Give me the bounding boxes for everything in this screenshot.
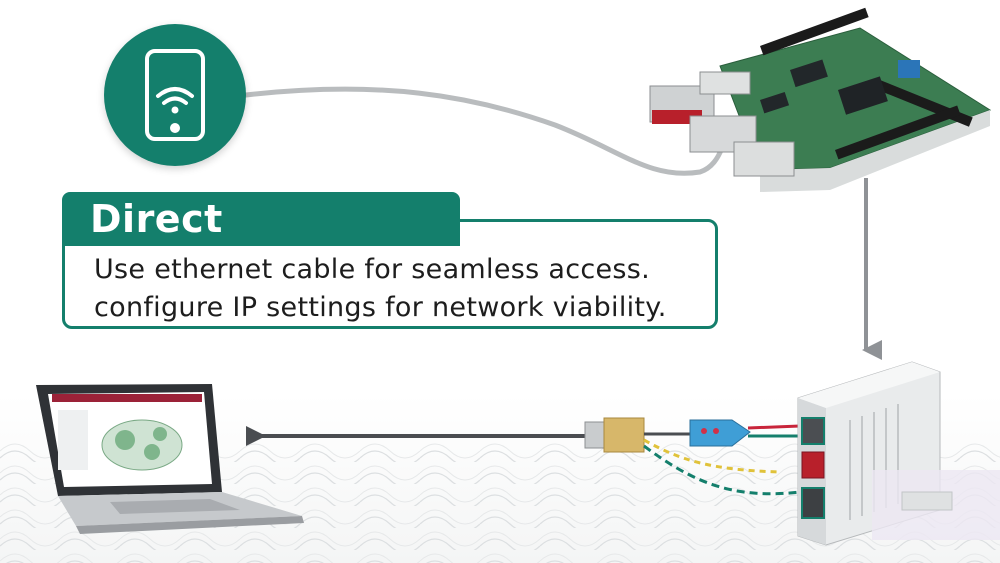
- board-ports: [649, 71, 795, 177]
- callout-line-2: configure IP settings for network viabil…: [94, 292, 667, 323]
- usb-adapter-icon: [689, 419, 751, 447]
- laptop-screen-map: [101, 419, 183, 471]
- phone-badge: [104, 24, 246, 166]
- chip-secondary: [790, 59, 828, 88]
- smartphone-wifi-icon: [145, 49, 205, 141]
- gateway-port-bottom: [801, 487, 825, 519]
- blue-component: [898, 60, 920, 78]
- small-grey-block: [901, 491, 953, 511]
- phone-to-board-cable: [243, 86, 725, 176]
- callout-line-1: Use ethernet cable for seamless access.: [94, 254, 651, 285]
- usb-plug: [584, 417, 645, 453]
- gateway-port-middle: [801, 451, 825, 479]
- circuit-board: [649, 7, 992, 192]
- header-pins-top: [759, 7, 973, 160]
- vent-slots: [849, 404, 899, 520]
- laptop-screen-header: [52, 394, 202, 402]
- laptop: [36, 384, 304, 534]
- callout-title: Direct connection: [62, 192, 460, 295]
- gateway-port-top: [801, 417, 825, 445]
- dashed-yellow-cable: [643, 438, 781, 474]
- chip-small: [760, 91, 790, 114]
- chip-main: [837, 76, 888, 115]
- adapter-red-wire: [747, 424, 801, 430]
- dashed-green-cable: [643, 444, 801, 496]
- direct-connection-callout: Direct connection Use ethernet cable for…: [62, 192, 722, 338]
